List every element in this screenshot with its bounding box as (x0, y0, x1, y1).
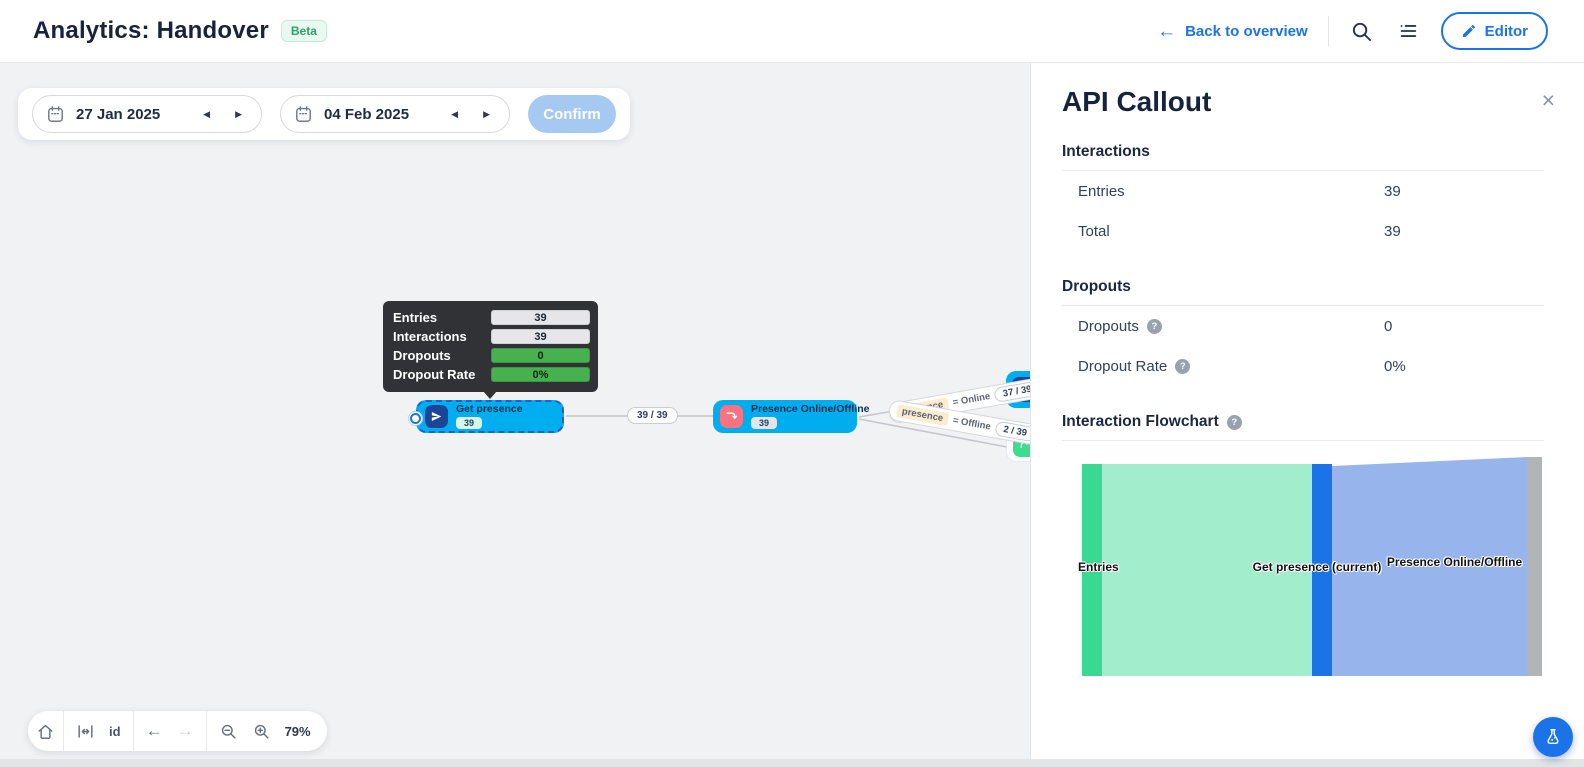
dropouts-section-heading: Dropouts (1062, 278, 1544, 306)
node-label: Presence Online/Offline (751, 402, 870, 415)
stat-label: Entries (1078, 182, 1125, 200)
sankey-node-get-presence (1312, 464, 1332, 676)
start-date-value: 27 Jan 2025 (76, 105, 161, 123)
flow-canvas[interactable]: 27 Jan 2025 ◀ ▶ 04 Feb 2025 ◀ ▶ Confirm … (0, 63, 1030, 767)
sankey-label-get-presence: Get presence (current) (1252, 560, 1382, 574)
edge-count-label: 39 / 39 (627, 407, 678, 424)
calendar-icon (46, 105, 65, 124)
flowchart-heading-label: Interaction Flowchart (1062, 413, 1219, 430)
back-link-label: Back to overview (1185, 22, 1308, 40)
node-count-badge: 39 (456, 417, 483, 430)
tooltip-row: Interactions 39 (393, 327, 590, 346)
header-divider (1327, 16, 1329, 46)
stat-row-total: Total 39 (1062, 211, 1544, 251)
condition-count: 37 / 39 (993, 380, 1030, 403)
back-arrow-icon: ← (1157, 20, 1177, 42)
tooltip-row: Dropouts 0 (393, 346, 590, 365)
close-icon[interactable]: × (1541, 87, 1555, 113)
canvas-toolbar: id ← → 79% (28, 711, 327, 751)
send-icon (425, 405, 448, 428)
tooltip-value: 0 (491, 348, 590, 363)
interactions-section-heading: Interactions (1062, 143, 1544, 171)
stat-value: 39 (1384, 222, 1401, 240)
stat-value: 0 (1384, 317, 1393, 335)
zoom-level-value: 79% (284, 723, 311, 739)
redo-icon[interactable]: → (176, 721, 194, 740)
tooltip-row: Entries 39 (393, 308, 590, 327)
panel-title: API Callout (1062, 86, 1212, 117)
help-icon[interactable]: ? (1226, 414, 1242, 430)
tooltip-label: Interactions (393, 329, 467, 344)
calendar-icon (294, 105, 313, 124)
end-date-value: 04 Feb 2025 (324, 105, 410, 123)
beta-badge: Beta (280, 20, 327, 42)
experiments-flask-button[interactable] (1533, 717, 1573, 757)
node-label: Get presence (456, 402, 523, 415)
list-view-icon[interactable] (1395, 18, 1421, 44)
flow-node-get-presence[interactable]: Get presence 39 (408, 400, 564, 433)
pencil-icon (1461, 23, 1477, 39)
sankey-node-presence-online-offline (1527, 457, 1542, 676)
tooltip-label: Dropouts (393, 348, 451, 363)
window-bottom-edge (0, 759, 1584, 767)
help-icon[interactable]: ? (1146, 318, 1162, 334)
back-to-overview-link[interactable]: ← Back to overview (1157, 22, 1308, 41)
end-date-next-icon[interactable]: ▶ (483, 108, 490, 119)
condition-operator: = Online (951, 390, 992, 409)
stat-row-dropouts: Dropouts ? 0 (1062, 306, 1544, 346)
tooltip-label: Entries (393, 310, 438, 325)
flask-icon (1547, 728, 1559, 745)
end-date-prev-icon[interactable]: ◀ (451, 108, 459, 119)
start-date-prev-icon[interactable]: ◀ (203, 108, 211, 119)
tooltip-value: 0% (491, 367, 590, 382)
top-header: Analytics: Handover Beta ← Back to overv… (0, 0, 1584, 63)
stat-label: Dropouts (1078, 317, 1139, 335)
condition-operator: = Offline (951, 415, 992, 433)
sankey-node-entries (1082, 464, 1102, 676)
fit-width-icon[interactable] (76, 722, 95, 741)
flowchart-section-heading: Interaction Flowchart ? (1062, 413, 1544, 441)
sankey-label-entries: Entries (1078, 560, 1119, 574)
start-date-input[interactable]: 27 Jan 2025 ◀ ▶ (32, 95, 262, 133)
help-icon[interactable]: ? (1175, 358, 1191, 374)
tooltip-row: Dropout Rate 0% (393, 365, 590, 384)
flow-node-presence-online-offline[interactable]: Presence Online/Offline 39 (713, 400, 869, 433)
stat-row-dropout-rate: Dropout Rate ? 0% (1062, 346, 1544, 386)
zoom-in-icon[interactable] (252, 722, 271, 741)
search-icon[interactable] (1349, 18, 1375, 44)
node-start-handle[interactable] (408, 411, 423, 426)
editor-button[interactable]: Editor (1440, 12, 1548, 50)
end-date-input[interactable]: 04 Feb 2025 ◀ ▶ (280, 95, 510, 133)
tooltip-label: Dropout Rate (393, 367, 476, 382)
undo-icon[interactable]: ← (145, 721, 163, 740)
condition-variable: presence (895, 404, 950, 427)
sankey-flow-get-presence-to-presence (1332, 457, 1527, 676)
toggle-ids-button[interactable]: id (109, 723, 121, 739)
api-callout-panel: API Callout × Interactions Entries 39 To… (1030, 63, 1584, 767)
page-title: Analytics: Handover (33, 17, 269, 44)
condition-count: 2 / 39 (994, 420, 1030, 443)
confirm-button[interactable]: Confirm (528, 95, 616, 133)
node-count-badge: 39 (751, 417, 778, 430)
zoom-out-icon[interactable] (219, 722, 238, 741)
home-icon[interactable] (36, 722, 55, 741)
sankey-label-presence: Presence Online/Offline (1386, 555, 1523, 569)
stat-value: 39 (1384, 182, 1401, 200)
sankey-flow-entries-to-get-presence (1102, 464, 1312, 676)
stat-row-entries: Entries 39 (1062, 171, 1544, 211)
start-date-next-icon[interactable]: ▶ (235, 108, 242, 119)
node-stats-tooltip: Entries 39 Interactions 39 Dropouts 0 Dr… (383, 301, 598, 399)
stat-label: Total (1078, 222, 1110, 240)
tooltip-value: 39 (491, 329, 590, 344)
sankey-chart (1082, 457, 1542, 676)
editor-button-label: Editor (1484, 22, 1528, 40)
interaction-flowchart-sankey: Entries Get presence (current) Presence … (1072, 457, 1542, 676)
branch-icon (720, 405, 743, 428)
date-range-bar: 27 Jan 2025 ◀ ▶ 04 Feb 2025 ◀ ▶ Confirm (18, 88, 630, 140)
tooltip-value: 39 (491, 310, 590, 325)
stat-value: 0% (1384, 357, 1406, 375)
stat-label: Dropout Rate (1078, 357, 1168, 375)
